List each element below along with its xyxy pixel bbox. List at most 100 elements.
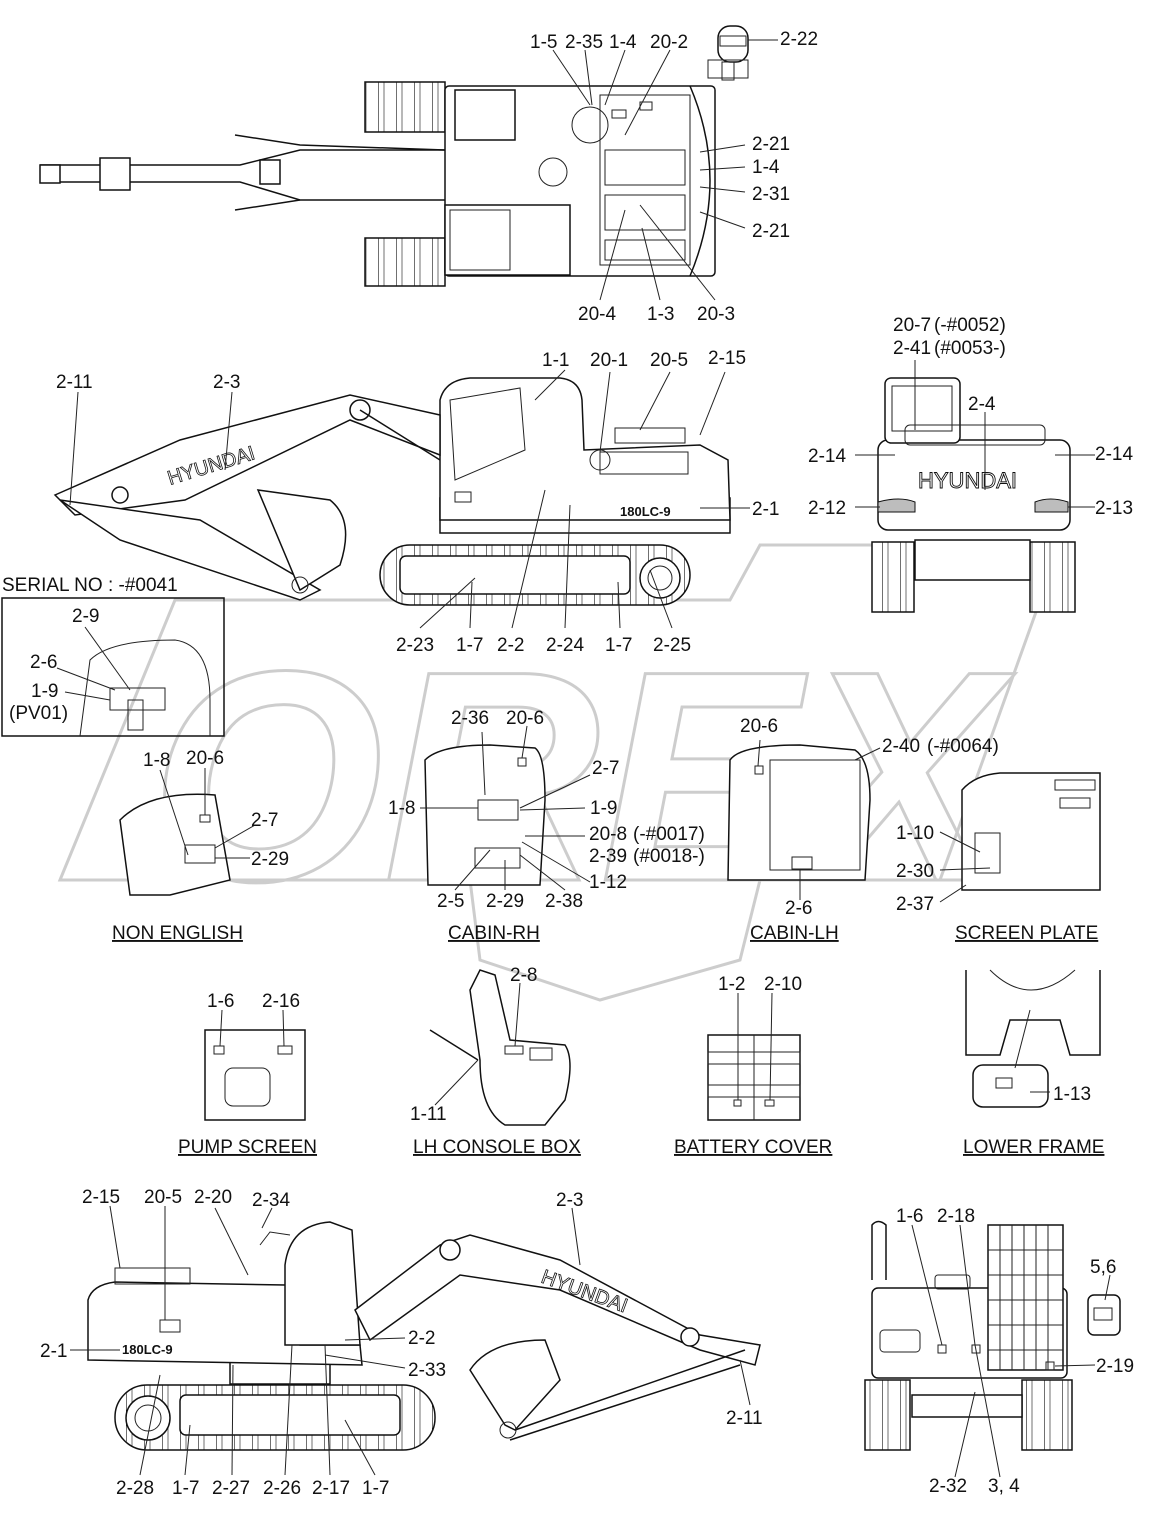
callout-2-40-range: (-#0064) bbox=[927, 736, 999, 757]
right-side-view-callouts: 2-11 2-3 1-1 20-1 20-5 2-15 2-1 2-23 1-7… bbox=[56, 348, 779, 656]
lh-console-box-callouts: 2-8 1-11 LH CONSOLE BOX bbox=[410, 965, 581, 1158]
callout-2-24: 2-24 bbox=[546, 635, 584, 656]
rear-view-callouts: 20-7 (-#0052) 2-41 (#0053-) 2-4 2-14 2-1… bbox=[808, 315, 1133, 519]
callout-20-7-range: (-#0052) bbox=[934, 315, 1006, 336]
callout-20-3: 20-3 bbox=[697, 304, 735, 325]
callout-2-39-range: (#0018-) bbox=[633, 846, 705, 867]
callout-1-9-rh: 1-9 bbox=[590, 798, 617, 819]
callout-20-6-lh: 20-6 bbox=[740, 716, 778, 737]
callout-2-3-left: 2-3 bbox=[556, 1190, 583, 1211]
callout-pv01: (PV01) bbox=[9, 703, 68, 724]
pump-screen-drawing bbox=[204, 1009, 306, 1121]
callout-2-8: 2-8 bbox=[510, 965, 537, 986]
section-battery-cover: BATTERY COVER bbox=[674, 1137, 832, 1158]
non-english-callouts: 1-8 20-6 2-7 2-29 NON ENGLISH bbox=[112, 748, 289, 944]
section-screen-plate: SCREEN PLATE bbox=[955, 923, 1098, 944]
callout-2-37: 2-37 bbox=[896, 894, 934, 915]
callout-2-38: 2-38 bbox=[545, 891, 583, 912]
callout-2-1-left: 2-1 bbox=[40, 1341, 67, 1362]
front-view-callouts: 1-6 2-18 5,6 2-19 2-32 3, 4 bbox=[896, 1206, 1134, 1497]
watermark: OREX bbox=[57, 543, 1063, 1002]
section-cabin-lh: CABIN-LH bbox=[750, 923, 839, 944]
callout-2-16: 2-16 bbox=[262, 991, 300, 1012]
callout-1-2: 1-2 bbox=[718, 974, 745, 995]
callout-2-4: 2-4 bbox=[968, 394, 996, 415]
lower-frame-drawing bbox=[965, 969, 1101, 1108]
callout-2-15-right: 2-15 bbox=[708, 348, 746, 369]
callout-2-3-right: 2-3 bbox=[213, 372, 240, 393]
callout-2-13: 2-13 bbox=[1095, 498, 1133, 519]
callout-1-6-front: 1-6 bbox=[896, 1206, 923, 1227]
callout-20-1: 20-1 bbox=[590, 350, 628, 371]
top-view-callouts: 1-5 2-35 1-4 20-2 2-22 2-21 1-4 2-31 2-2… bbox=[530, 29, 818, 325]
callout-2-22: 2-22 bbox=[780, 29, 818, 50]
callout-2-7-rh: 2-7 bbox=[592, 758, 619, 779]
callout-1-7-left-a: 1-7 bbox=[172, 1478, 199, 1499]
screen-plate-drawing bbox=[939, 772, 1101, 903]
front-cab-grid bbox=[988, 1225, 1063, 1370]
callout-1-12: 1-12 bbox=[589, 872, 627, 893]
serial-inset: SERIAL NO : -#0041 bbox=[1, 575, 225, 737]
screen-plate-callouts: 1-10 2-30 2-37 SCREEN PLATE bbox=[896, 823, 1098, 944]
callout-2-25: 2-25 bbox=[653, 635, 691, 656]
callout-2-12: 2-12 bbox=[808, 498, 846, 519]
watermark-text: OREX bbox=[150, 608, 1016, 944]
callout-2-5: 2-5 bbox=[437, 891, 464, 912]
callout-2-31: 2-31 bbox=[752, 184, 790, 205]
callout-1-7-left-b: 1-7 bbox=[362, 1478, 389, 1499]
callout-2-41-range: (#0053-) bbox=[934, 338, 1006, 359]
cabin-rh-callouts: 2-36 20-6 2-7 1-8 1-9 20-8 (-#0017) 2-39… bbox=[388, 708, 705, 944]
callout-20-5-left: 20-5 bbox=[144, 1187, 182, 1208]
serial-inset-callouts: 2-9 2-6 1-9 (PV01) bbox=[9, 606, 99, 724]
callout-2-6-inset: 2-6 bbox=[30, 652, 57, 673]
section-pump-screen: PUMP SCREEN bbox=[178, 1137, 317, 1158]
callout-2-33: 2-33 bbox=[408, 1360, 446, 1381]
non-english-drawing bbox=[119, 768, 256, 896]
callout-1-8-ne: 1-8 bbox=[143, 750, 170, 771]
callout-2-21-upper: 2-21 bbox=[752, 134, 790, 155]
callout-1-13: 1-13 bbox=[1053, 1084, 1091, 1105]
callout-2-15-left: 2-15 bbox=[82, 1187, 120, 1208]
left-side-view-drawing: 180LC-9 HYUNDAI bbox=[70, 1205, 761, 1476]
right-side-view-drawing: 180LC-9 HYUNDAI bbox=[53, 369, 750, 629]
lh-console-box-drawing bbox=[429, 969, 571, 1126]
section-lower-frame: LOWER FRAME bbox=[963, 1137, 1104, 1158]
callout-2-28: 2-28 bbox=[116, 1478, 154, 1499]
callout-2-1-right: 2-1 bbox=[752, 499, 779, 520]
section-lh-console-box: LH CONSOLE BOX bbox=[413, 1137, 581, 1158]
callout-1-6-pump: 1-6 bbox=[207, 991, 234, 1012]
callout-1-7-right-b: 1-7 bbox=[605, 635, 632, 656]
callout-2-40: 2-40 bbox=[882, 736, 920, 757]
callout-1-8-rh: 1-8 bbox=[388, 798, 415, 819]
callout-2-7-ne: 2-7 bbox=[251, 810, 278, 831]
callout-2-29-ne: 2-29 bbox=[251, 849, 289, 870]
callout-2-41: 2-41 bbox=[893, 338, 931, 359]
callout-20-8-range: (-#0017) bbox=[633, 824, 705, 845]
section-cabin-rh: CABIN-RH bbox=[448, 923, 540, 944]
left-side-view-callouts: 2-15 20-5 2-20 2-34 2-3 2-2 2-33 2-1 2-1… bbox=[40, 1187, 763, 1499]
model-badge-left: 180LC-9 bbox=[122, 1342, 173, 1357]
callout-2-32: 2-32 bbox=[929, 1476, 967, 1497]
cabin-lh-callouts: 20-6 2-40 (-#0064) 2-6 CABIN-LH bbox=[740, 716, 999, 944]
callout-2-39: 2-39 bbox=[589, 846, 627, 867]
callout-1-10: 1-10 bbox=[896, 823, 934, 844]
callout-5-6: 5,6 bbox=[1090, 1257, 1116, 1278]
callout-20-6-ne: 20-6 bbox=[186, 748, 224, 769]
callout-20-2: 20-2 bbox=[650, 32, 688, 53]
top-view-drawing bbox=[39, 25, 778, 301]
battery-cover-drawing bbox=[707, 992, 801, 1121]
callout-2-18: 2-18 bbox=[937, 1206, 975, 1227]
callout-2-9: 2-9 bbox=[72, 606, 99, 627]
callout-20-5-right: 20-5 bbox=[650, 350, 688, 371]
battery-cover-callouts: 1-2 2-10 BATTERY COVER bbox=[674, 974, 832, 1158]
cabin-rh-drawing bbox=[420, 725, 591, 891]
callout-20-8: 20-8 bbox=[589, 824, 627, 845]
callout-1-4: 1-4 bbox=[609, 32, 637, 53]
callout-1-4-side: 1-4 bbox=[752, 157, 780, 178]
callout-2-19: 2-19 bbox=[1096, 1356, 1134, 1377]
callout-2-2-left: 2-2 bbox=[408, 1328, 435, 1349]
callout-2-2-right: 2-2 bbox=[497, 635, 524, 656]
callout-2-14-right: 2-14 bbox=[1095, 444, 1133, 465]
